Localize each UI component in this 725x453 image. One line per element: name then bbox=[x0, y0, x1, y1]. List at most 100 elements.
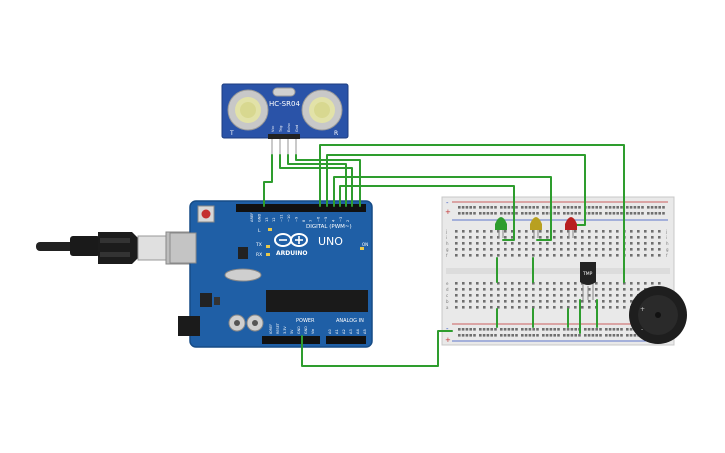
breadboard-hole bbox=[469, 230, 472, 233]
breadboard-hole bbox=[553, 248, 556, 251]
breadboard-hole bbox=[630, 294, 633, 297]
breadboard-hole bbox=[595, 282, 598, 285]
breadboard-hole bbox=[560, 242, 563, 245]
breadboard-hole bbox=[486, 206, 490, 209]
breadboard-hole bbox=[637, 230, 640, 233]
breadboard-hole bbox=[591, 334, 595, 337]
breadboard-hole bbox=[458, 212, 461, 215]
breadboard-hole bbox=[570, 212, 574, 215]
breadboard-hole bbox=[507, 334, 511, 337]
breadboard-hole bbox=[609, 254, 612, 257]
breadboard-hole bbox=[507, 328, 511, 331]
breadboard-hole bbox=[616, 334, 619, 337]
breadboard-hole bbox=[469, 212, 472, 215]
breadboard-hole bbox=[651, 242, 654, 245]
breadboard-hole bbox=[536, 212, 539, 215]
breadboard-hole bbox=[490, 254, 493, 257]
breadboard-hole bbox=[574, 306, 577, 309]
breadboard-hole bbox=[476, 242, 479, 245]
breadboard-hole bbox=[574, 236, 577, 239]
breadboard-hole bbox=[630, 248, 633, 251]
breadboard-hole bbox=[654, 212, 658, 215]
sensor-pin-label: Gnd bbox=[295, 125, 299, 132]
breadboard-hole bbox=[581, 254, 584, 257]
breadboard-hole bbox=[455, 306, 458, 309]
breadboard-hole bbox=[581, 230, 584, 233]
temp-sensor-label: TMP bbox=[582, 271, 593, 277]
breadboard-hole bbox=[482, 334, 486, 337]
breadboard-hole bbox=[658, 248, 661, 251]
breadboard-hole bbox=[490, 230, 493, 233]
breadboard-hole bbox=[553, 206, 556, 209]
breadboard-hole bbox=[587, 328, 591, 331]
breadboard-hole bbox=[504, 248, 507, 251]
breadboard-hole bbox=[563, 206, 566, 209]
breadboard-hole bbox=[647, 212, 650, 215]
breadboard-hole bbox=[539, 300, 542, 303]
breadboard-hole bbox=[574, 230, 577, 233]
breadboard-hole bbox=[553, 300, 556, 303]
breadboard-hole bbox=[595, 242, 598, 245]
breadboard-hole bbox=[595, 294, 598, 297]
breadboard-hole bbox=[609, 306, 612, 309]
breadboard-hole bbox=[483, 306, 486, 309]
wire-pin-b bbox=[326, 154, 586, 226]
breadboard-hole bbox=[532, 212, 535, 215]
breadboard-hole bbox=[574, 242, 577, 245]
breadboard-hole bbox=[588, 254, 591, 257]
breadboard-hole bbox=[595, 236, 598, 239]
breadboard-row-label: e bbox=[446, 281, 449, 286]
breadboard-hole bbox=[490, 248, 493, 251]
breadboard-row-label: j bbox=[445, 229, 447, 234]
arduino-logo bbox=[274, 233, 308, 247]
breadboard-hole bbox=[455, 282, 458, 285]
breadboard-hole bbox=[507, 212, 511, 215]
breadboard-hole bbox=[546, 248, 549, 251]
breadboard-hole bbox=[490, 306, 493, 309]
breadboard-hole bbox=[599, 206, 602, 209]
breadboard-hole bbox=[553, 242, 556, 245]
breadboard-hole bbox=[469, 300, 472, 303]
breadboard-hole bbox=[462, 288, 465, 291]
breadboard-hole bbox=[545, 212, 549, 215]
breadboard-hole bbox=[637, 282, 640, 285]
breadboard-hole bbox=[595, 206, 598, 209]
breadboard-hole bbox=[511, 294, 514, 297]
rail-minus-bottom: - bbox=[446, 325, 449, 333]
breadboard-hole bbox=[553, 254, 556, 257]
breadboard-hole bbox=[462, 300, 465, 303]
breadboard-hole bbox=[469, 206, 472, 209]
breadboard-hole bbox=[626, 206, 629, 209]
breadboard-hole bbox=[602, 282, 605, 285]
breadboard-hole bbox=[503, 328, 507, 331]
breadboard-hole bbox=[612, 206, 616, 209]
breadboard-hole bbox=[469, 282, 472, 285]
breadboard-hole bbox=[609, 230, 612, 233]
breadboard-hole bbox=[525, 288, 528, 291]
breadboard-hole bbox=[455, 230, 458, 233]
breadboard-hole bbox=[641, 206, 644, 209]
breadboard-hole bbox=[546, 236, 549, 239]
breadboard-hole bbox=[507, 206, 511, 209]
digital-pin-label: 4 bbox=[331, 219, 335, 222]
breadboard-hole bbox=[553, 230, 556, 233]
breadboard-hole bbox=[658, 254, 661, 257]
breadboard-hole bbox=[560, 282, 563, 285]
breadboard-hole bbox=[574, 248, 577, 251]
breadboard-hole bbox=[504, 306, 507, 309]
breadboard-hole bbox=[539, 242, 542, 245]
breadboard-hole bbox=[560, 230, 563, 233]
led-yellow bbox=[530, 217, 542, 238]
breadboard-row-label: d bbox=[446, 287, 449, 292]
led-red bbox=[565, 217, 577, 238]
breadboard-hole bbox=[461, 334, 465, 337]
breadboard-hole bbox=[528, 212, 532, 215]
breadboard-hole bbox=[563, 212, 566, 215]
breadboard-row-label: f bbox=[446, 253, 448, 258]
breadboard-hole bbox=[644, 236, 647, 239]
power-pin-label: 5V bbox=[290, 329, 294, 334]
breadboard-hole bbox=[651, 254, 654, 257]
wires bbox=[263, 144, 625, 367]
breadboard-hole bbox=[574, 254, 577, 257]
breadboard-hole bbox=[557, 206, 560, 209]
